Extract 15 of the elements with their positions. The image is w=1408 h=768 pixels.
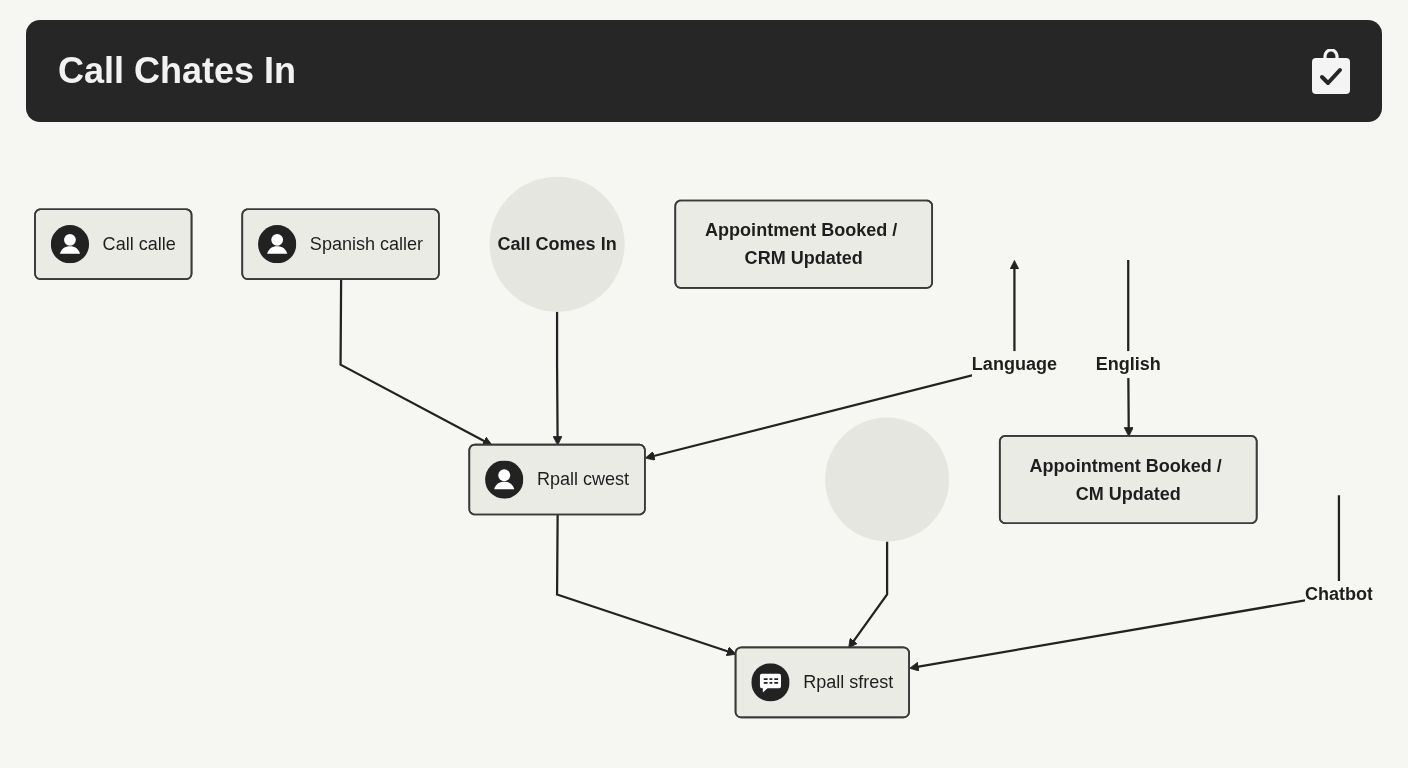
title: Call Chates In [58,50,297,92]
edge-label: English [1095,351,1161,379]
node-label: Appointment Booked / CRM Updated [705,220,899,268]
node-label: Rpall sfrest [803,672,894,692]
arrow [909,495,1341,672]
edge-label: Language [971,351,1057,379]
node-label: Call calle [102,234,176,254]
node-label: Spanish caller [309,234,424,254]
node-label: Call Comes In [497,234,617,254]
node-label: Rpall cwest [536,469,630,489]
arrow [552,311,563,446]
node-label: Appointment Booked / CM Updated [1029,455,1223,503]
arrow [339,279,493,446]
arrow [555,515,737,657]
arrow [848,541,889,649]
